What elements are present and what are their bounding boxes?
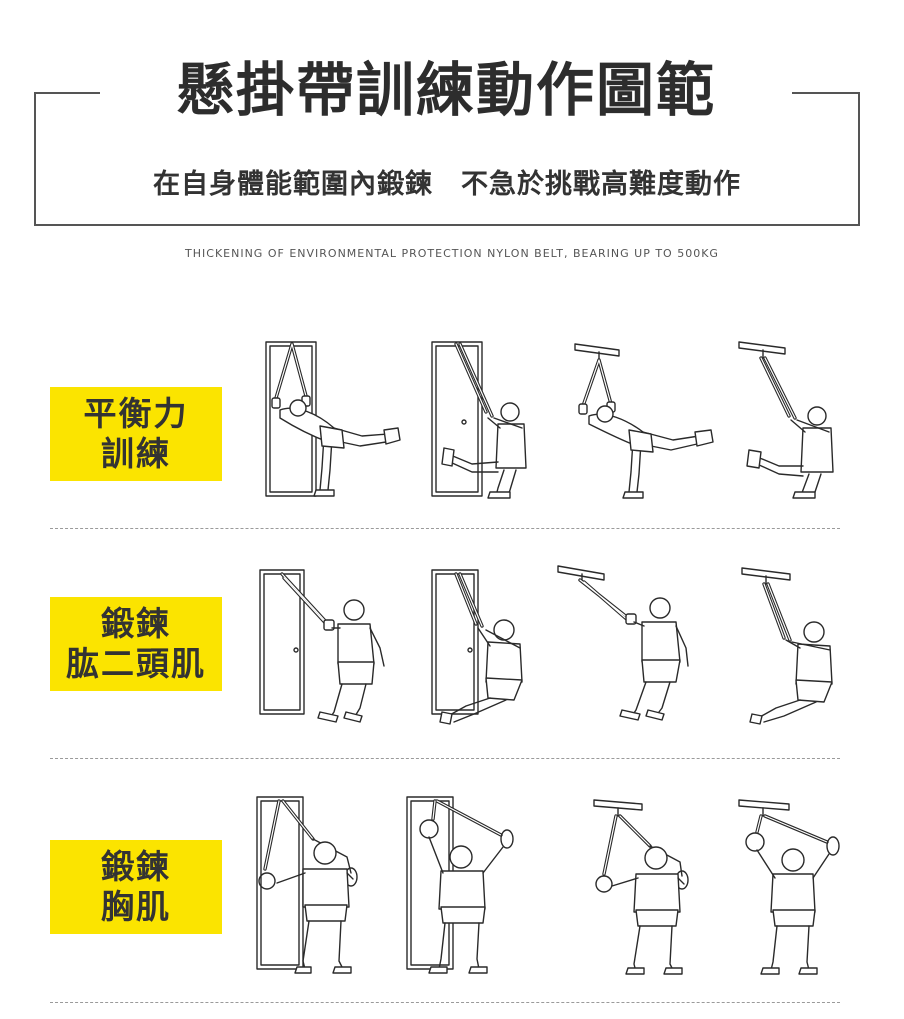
label-balance: 平衡力 訓練	[50, 387, 222, 481]
page-tagline: THICKENING OF ENVIRONMENTAL PROTECTION N…	[185, 247, 719, 260]
label-balance-line-2: 訓練	[101, 434, 171, 473]
row-divider-2	[50, 758, 840, 759]
header-frame	[34, 92, 860, 226]
label-biceps-line-2: 肱二頭肌	[66, 644, 206, 683]
page-title: 懸掛帶訓練動作圖範	[175, 56, 716, 124]
balance-bar-knee-illustration	[738, 341, 834, 499]
header-frame-top-right	[792, 92, 858, 94]
chest-door-press-illustration	[256, 796, 358, 974]
biceps-door-lean-illustration	[431, 569, 523, 725]
balance-bar-stance-illustration	[574, 343, 714, 499]
page-subtitle: 在自身體能範圍內鍛鍊 不急於挑戰高難度動作	[153, 169, 741, 200]
row-divider-3	[50, 1002, 840, 1003]
chest-door-fly-illustration	[406, 796, 514, 974]
chest-bar-fly-illustration	[738, 799, 840, 975]
biceps-bar-upright-illustration	[557, 565, 689, 721]
label-biceps: 鍛鍊 肱二頭肌	[50, 597, 222, 691]
row-divider-1	[50, 528, 840, 529]
label-balance-line-1: 平衡力	[83, 394, 189, 433]
chest-bar-press-illustration	[593, 799, 689, 975]
balance-door-knee-illustration	[431, 341, 527, 499]
label-chest-line-1: 鍛鍊	[101, 847, 171, 886]
biceps-bar-lean-illustration	[741, 567, 833, 725]
label-chest: 鍛鍊 胸肌	[50, 840, 222, 934]
biceps-door-upright-illustration	[259, 569, 385, 723]
header-frame-top-left	[34, 92, 100, 94]
label-chest-line-2: 胸肌	[101, 887, 171, 926]
balance-door-stance-illustration	[265, 341, 401, 497]
label-biceps-line-1: 鍛鍊	[101, 604, 171, 643]
